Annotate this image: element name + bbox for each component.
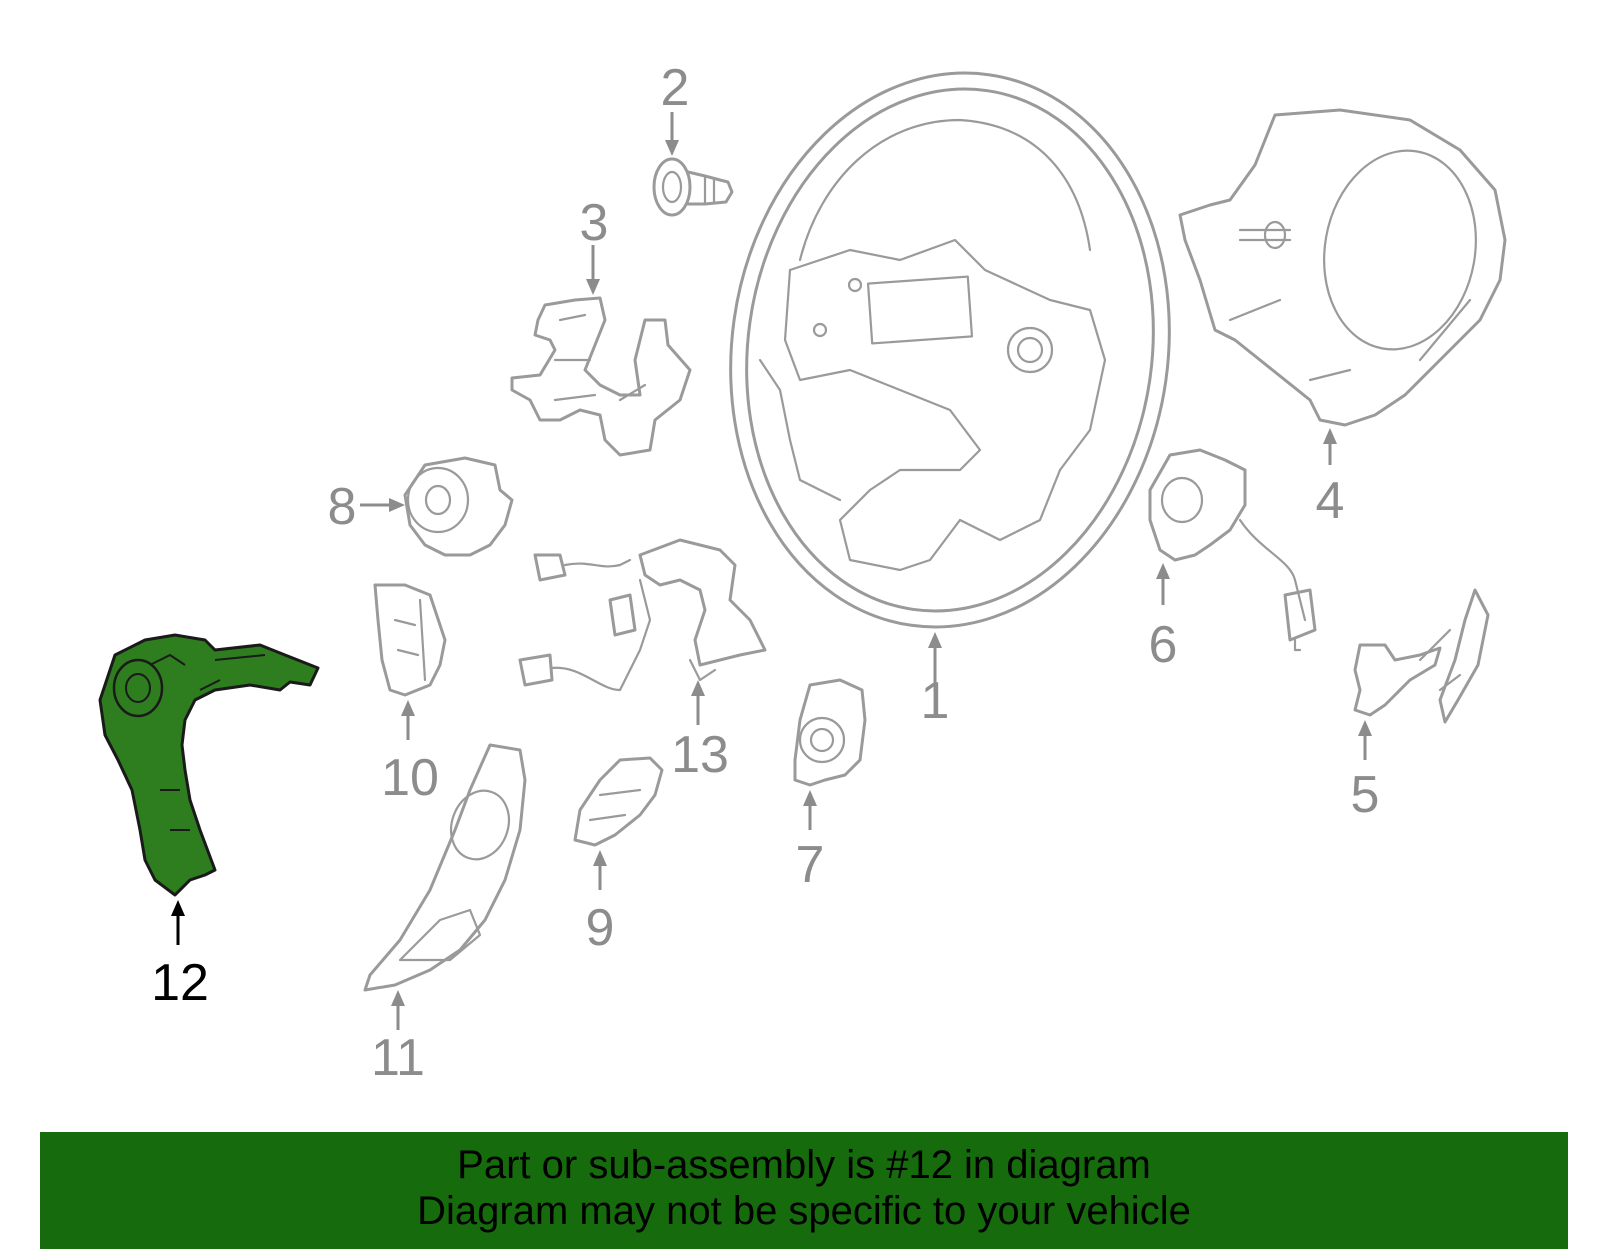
part-12-highlighted-trim[interactable]	[98, 633, 320, 897]
callout-9: 9	[586, 899, 615, 957]
part-12-knob	[112, 658, 164, 718]
callout-labels: 1 2 3 4 5 6 7 8 9 10 11 12 13	[151, 59, 1379, 1087]
callout-12: 12	[151, 954, 209, 1012]
part-7-switch[interactable]	[793, 678, 867, 787]
callout-7: 7	[796, 836, 825, 894]
part-5-paddle[interactable]	[1353, 588, 1490, 724]
part-4-cover[interactable]	[1178, 108, 1507, 427]
callout-8: 8	[328, 478, 357, 536]
callout-13: 13	[671, 726, 729, 784]
part-11-trim-bezel[interactable]	[363, 743, 527, 992]
part-1-steering-wheel[interactable]	[695, 44, 1204, 655]
callout-1: 1	[921, 672, 950, 730]
callout-6: 6	[1149, 616, 1178, 674]
part-9-switch[interactable]	[573, 756, 664, 847]
part-3-bracket[interactable]	[510, 296, 692, 457]
banner-line-2: Diagram may not be specific to your vehi…	[417, 1189, 1191, 1233]
leader-lines	[171, 112, 1372, 1030]
callout-5: 5	[1351, 766, 1380, 824]
callout-2: 2	[661, 59, 690, 117]
banner-line-1: Part or sub-assembly is #12 in diagram	[457, 1143, 1151, 1187]
part-13-wire-harness[interactable]	[518, 538, 767, 692]
info-banner: Part or sub-assembly is #12 in diagram D…	[40, 1132, 1568, 1249]
part-8-clock-spring[interactable]	[403, 456, 514, 557]
part-6-switch-assembly[interactable]	[1148, 448, 1317, 652]
part-10-switch[interactable]	[373, 583, 447, 697]
callout-10: 10	[381, 749, 439, 807]
callout-4: 4	[1316, 472, 1345, 530]
part-2-screw[interactable]	[652, 157, 734, 217]
callout-11: 11	[371, 1029, 425, 1087]
callout-3: 3	[580, 194, 609, 252]
